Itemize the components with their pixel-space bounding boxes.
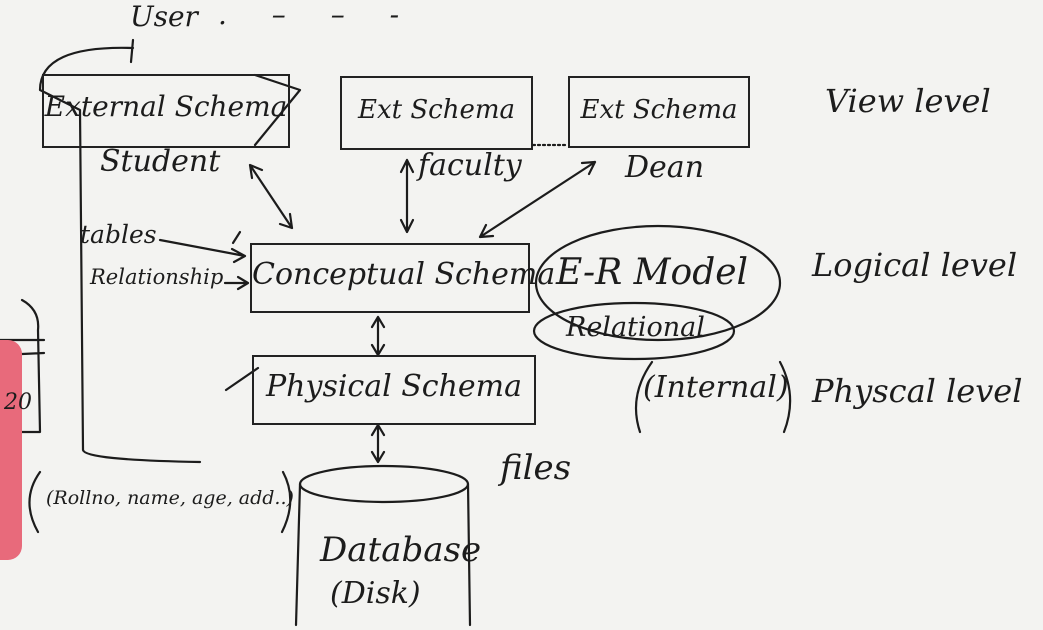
er-model-label: E-R Model <box>556 252 749 293</box>
side-table-value: 20 <box>4 390 32 415</box>
arrow-conceptual-physical <box>370 315 386 357</box>
ext-schema-2-label: Ext Schema <box>357 95 515 125</box>
attributes-right-paren <box>280 470 292 534</box>
database-label: Database <box>320 530 482 570</box>
student-label: Student <box>100 144 221 179</box>
database-disk-label: (Disk) <box>330 576 421 611</box>
ext-schema-3-box: Ext Schema <box>568 76 750 148</box>
arrow-relationship <box>223 275 250 291</box>
relationship-label: Relationship <box>90 265 224 289</box>
user-tick-line <box>129 38 135 64</box>
arrow-tables <box>158 238 247 264</box>
arrow-student-conceptual <box>248 163 294 230</box>
internal-left-paren <box>634 360 654 434</box>
user-label: User <box>130 0 198 33</box>
arrow-dean-conceptual <box>478 160 597 239</box>
ext-schema-2-box: Ext Schema <box>340 76 533 150</box>
database-top <box>298 464 470 504</box>
internal-right-paren <box>778 360 792 434</box>
relational-oval <box>532 301 736 361</box>
user-dots: . – – - <box>218 0 418 31</box>
dean-label: Dean <box>625 150 705 185</box>
arrow-tables-tick <box>231 230 242 245</box>
view-level-label: View level <box>825 82 991 120</box>
logical-level-label: Logical level <box>812 246 1018 284</box>
conceptual-schema-box: Conceptual Schema <box>250 243 556 313</box>
database-body <box>294 482 472 627</box>
physical-schema-box: Physical Schema <box>252 355 536 425</box>
left-bracket <box>38 46 202 464</box>
tables-label: tables <box>80 220 157 249</box>
presenter-arm <box>0 340 22 560</box>
faculty-label: faculty <box>418 148 522 183</box>
attributes-label: (Rollno, name, age, add..) <box>46 487 294 509</box>
external-schema-box: External Schema <box>42 74 290 148</box>
external-schema-label: External Schema <box>44 90 288 123</box>
strike-mark <box>253 73 302 147</box>
files-label: files <box>500 448 572 488</box>
ext-schema-3-label: Ext Schema <box>580 95 738 125</box>
er-model-oval <box>534 224 782 342</box>
relational-label: Relational <box>566 312 705 343</box>
physical-schema-label: Physical Schema <box>265 369 523 404</box>
arrow-physical-database <box>370 423 386 464</box>
physical-level-label: Physcal level <box>812 372 1023 410</box>
conceptual-schema-label: Conceptual Schema <box>252 257 556 292</box>
internal-label: (Internal) <box>643 370 789 405</box>
attributes-left-paren <box>28 470 42 534</box>
arrow-faculty-conceptual <box>399 158 415 234</box>
